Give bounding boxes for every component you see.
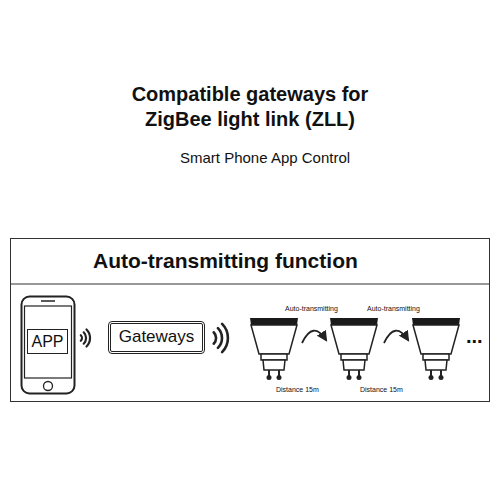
phone-speaker	[41, 300, 55, 302]
gateway-label: Gateways	[119, 327, 195, 347]
function-panel: Auto-transmitting functionAPP Gateways	[10, 238, 490, 402]
gateway-box: Gateways	[108, 321, 206, 353]
home-button	[43, 381, 52, 390]
distance-note: Distance 15m	[276, 386, 319, 394]
smartphone: APP	[20, 295, 76, 395]
subtitle: Smart Phone App Control	[180, 149, 350, 167]
phone-screen	[24, 306, 71, 378]
led-bulb	[330, 318, 378, 380]
app-label: APP	[27, 329, 67, 354]
title: Compatible gateways for ZigBee light lin…	[125, 82, 375, 132]
transmit-note: Auto-transmitting	[367, 305, 420, 313]
transmit-note: Auto-transmitting	[285, 305, 338, 313]
continuation-dots: ...	[466, 324, 483, 348]
phone-body	[21, 296, 74, 393]
separator-line	[10, 283, 490, 284]
signal-waves	[214, 324, 228, 352]
transmit-arrow	[302, 331, 408, 343]
distance-note: Distance 15m	[360, 386, 403, 394]
led-bulb	[250, 318, 298, 380]
led-bulb	[412, 318, 460, 380]
signal-waves	[81, 330, 90, 347]
panel-heading: Auto-transmitting function	[93, 249, 358, 273]
